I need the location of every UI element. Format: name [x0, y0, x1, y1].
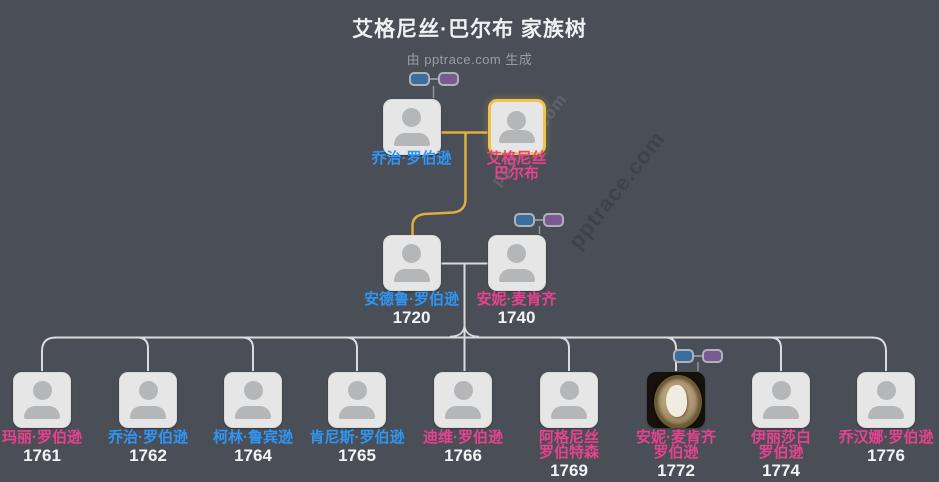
person-card[interactable] [540, 372, 598, 428]
person-name: 安德鲁·罗伯逊 [364, 291, 459, 308]
person-birth-year: 1740 [497, 308, 536, 327]
person-avatar-icon [752, 372, 810, 428]
person-name: 阿格尼丝 [538, 429, 599, 446]
person-avatar-icon [488, 235, 546, 291]
person-birth-year: 1772 [657, 461, 695, 480]
person-card[interactable] [487, 235, 546, 291]
person-name: 乔治·罗伯逊 [371, 150, 452, 167]
person-card[interactable] [487, 99, 546, 155]
person-card[interactable] [328, 372, 386, 428]
person-card[interactable] [647, 372, 705, 428]
person-birth-year: 1774 [762, 461, 800, 480]
person-card[interactable] [857, 372, 915, 428]
person-card[interactable] [13, 372, 71, 428]
person-avatar-icon [434, 372, 492, 428]
person-avatar-icon [491, 102, 543, 152]
person-birth-year: 1776 [867, 446, 905, 465]
female-pill-icon [542, 213, 564, 227]
person-name: 乔治·罗伯逊 [108, 429, 188, 446]
person-birth-year: 1765 [338, 446, 376, 465]
parents-link-icon[interactable] [673, 349, 723, 363]
female-pill-icon [702, 349, 723, 363]
person-birth-year: 1720 [392, 308, 431, 327]
page-title: 艾格尼丝·巴尔布 家族树 [352, 18, 587, 41]
parents-link-icon[interactable] [513, 213, 564, 227]
male-pill-icon [513, 213, 535, 227]
female-pill-icon [437, 72, 459, 86]
person-card[interactable] [752, 372, 810, 428]
person-card[interactable] [382, 99, 441, 155]
person-name: 柯林·鲁宾逊 [213, 429, 293, 446]
person-name: 乔汉娜·罗伯逊 [838, 429, 934, 446]
person-name: 玛丽·罗伯逊 [2, 429, 82, 446]
male-pill-icon [408, 72, 430, 86]
person-avatar-icon [119, 372, 177, 428]
person-card[interactable] [434, 372, 492, 428]
person-avatar-icon [13, 372, 71, 428]
person-name: 罗伯逊 [758, 444, 804, 461]
person-name: 安妮·麦肯齐 [476, 291, 557, 308]
person-card[interactable] [382, 235, 441, 291]
person-name: 罗伯逊 [653, 444, 699, 461]
cameo-portrait-photo [654, 375, 702, 428]
person-name: 罗伯特森 [538, 444, 599, 461]
male-pill-icon [673, 349, 694, 363]
person-avatar-icon [857, 372, 915, 428]
person-label: 艾格尼丝巴尔布 [455, 151, 579, 181]
person-label: 乔治·罗伯逊 [350, 151, 474, 166]
person-name: 迪维·罗伯逊 [423, 429, 503, 446]
person-name: 艾格尼丝 [486, 150, 547, 167]
person-name: 巴尔布 [493, 165, 539, 182]
page-header: 艾格尼丝·巴尔布 家族树 由 pptrace.com 生成 [0, 0, 939, 68]
person-birth-year: 1762 [129, 446, 167, 465]
pill-connector [694, 355, 702, 357]
page-subtitle: 由 pptrace.com 生成 [406, 52, 533, 67]
pill-connector [429, 78, 438, 80]
pill-connector [534, 219, 543, 221]
person-avatar-icon [224, 372, 282, 428]
person-birth-year: 1766 [444, 446, 482, 465]
person-avatar-icon [383, 99, 441, 155]
person-name: 肯尼斯·罗伯逊 [309, 429, 405, 446]
person-card[interactable] [119, 372, 177, 428]
person-avatar-icon [383, 235, 441, 291]
person-birth-year: 1764 [234, 446, 272, 465]
person-name: 伊丽莎白 [750, 429, 811, 446]
person-avatar-icon [328, 372, 386, 428]
person-name: 安妮·麦肯齐 [636, 429, 716, 446]
person-card[interactable] [224, 372, 282, 428]
person-birth-year: 1761 [23, 446, 61, 465]
person-birth-year: 1769 [550, 461, 588, 480]
person-avatar-icon [540, 372, 598, 428]
parents-link-icon[interactable] [408, 72, 459, 86]
